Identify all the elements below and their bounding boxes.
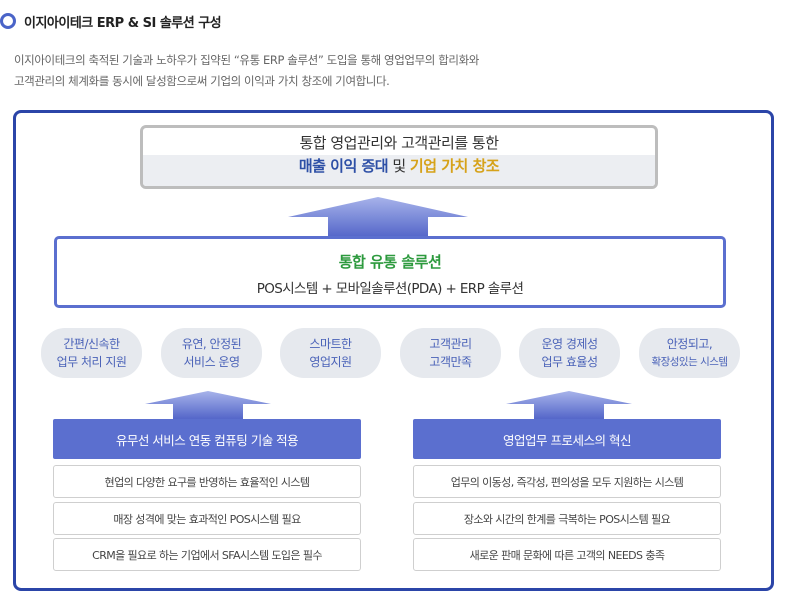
feature-pill-line: 고객만족 (429, 355, 472, 369)
feature-pill: 운영 경제성 업무 효율성 (519, 328, 620, 378)
solution-title: 통합 유통 솔루션 (338, 253, 442, 271)
goal-band (143, 155, 655, 186)
feature-pill-line: 영업지원 (309, 355, 352, 369)
right-item: 새로운 판매 문화에 따른 고객의 NEEDS 충족 (413, 538, 721, 571)
section-title: 이지아이테크 ERP & SI 솔루션 구성 (24, 15, 222, 31)
up-arrow-icon (145, 391, 271, 419)
goal-line-2: 매출 이익 증대 및 기업 가치 창조 (143, 155, 655, 176)
goal-line-1: 통합 영업관리와 고객관리를 통한 (299, 134, 499, 152)
goal-highlight-gold: 기업 가치 창조 (409, 157, 500, 175)
intro-line-2: 고객관리의 체계화를 동시에 달성함으로써 기업의 이익과 가치 창조에 기여합… (14, 74, 390, 88)
feature-pill-line: 확장성있는 시스템 (651, 356, 728, 368)
left-section-title: 유무선 서비스 연동 컴퓨팅 기술 적용 (53, 419, 361, 459)
solution-box: 통합 유통 솔루션 POS시스템 + 모바일솔루션(PDA) + ERP 솔루션 (54, 236, 726, 308)
circle-bullet-icon (0, 13, 16, 29)
intro-line-1: 이지아이테크의 축적된 기술과 노하우가 집약된 “유통 ERP 솔루션” 도입… (14, 53, 479, 67)
feature-pill: 안정되고, 확장성있는 시스템 (639, 328, 740, 378)
solution-subtitle: POS시스템 + 모바일솔루션(PDA) + ERP 솔루션 (256, 281, 524, 297)
feature-pill-line: 안정되고, (666, 337, 713, 351)
feature-pill-line: 업무 처리 지원 (56, 355, 127, 369)
left-item: 현업의 다양한 요구를 반영하는 효율적인 시스템 (53, 465, 361, 498)
feature-pill: 유연, 안정된 서비스 운영 (161, 328, 262, 378)
goal-highlight-blue: 매출 이익 증대 (298, 157, 389, 175)
up-arrow-icon (288, 197, 468, 237)
feature-pill: 스마트한 영업지원 (280, 328, 381, 378)
feature-pill-line: 고객관리 (429, 337, 472, 351)
right-item: 업무의 이동성, 즉각성, 편의성을 모두 지원하는 시스템 (413, 465, 721, 498)
feature-pill-line: 업무 효율성 (541, 355, 598, 369)
feature-pill-line: 스마트한 (309, 337, 352, 351)
right-section-title: 영업업무 프로세스의 혁신 (413, 419, 721, 459)
feature-pill-line: 유연, 안정된 (181, 337, 242, 351)
diagram-frame: 통합 영업관리와 고객관리를 통한 매출 이익 증대 및 기업 가치 창조 통합… (13, 110, 774, 591)
feature-pill: 간편/신속한 업무 처리 지원 (41, 328, 142, 378)
left-item: 매장 성격에 맞는 효과적인 POS시스템 필요 (53, 502, 361, 535)
intro-text: 이지아이테크의 축적된 기술과 노하우가 집약된 “유통 ERP 솔루션” 도입… (14, 50, 479, 92)
goal-box: 통합 영업관리와 고객관리를 통한 매출 이익 증대 및 기업 가치 창조 (140, 125, 658, 189)
feature-pill-line: 서비스 운영 (183, 355, 240, 369)
left-item: CRM을 필요로 하는 기업에서 SFA시스템 도입은 필수 (53, 538, 361, 571)
up-arrow-icon (506, 391, 632, 419)
feature-pill-line: 운영 경제성 (541, 337, 598, 351)
right-item: 장소와 시간의 한계를 극복하는 POS시스템 필요 (413, 502, 721, 535)
feature-pill: 고객관리 고객만족 (400, 328, 501, 378)
section-header: 이지아이테크 ERP & SI 솔루션 구성 (0, 10, 222, 32)
feature-pill-line: 간편/신속한 (63, 337, 120, 351)
goal-connector: 및 (388, 157, 410, 175)
